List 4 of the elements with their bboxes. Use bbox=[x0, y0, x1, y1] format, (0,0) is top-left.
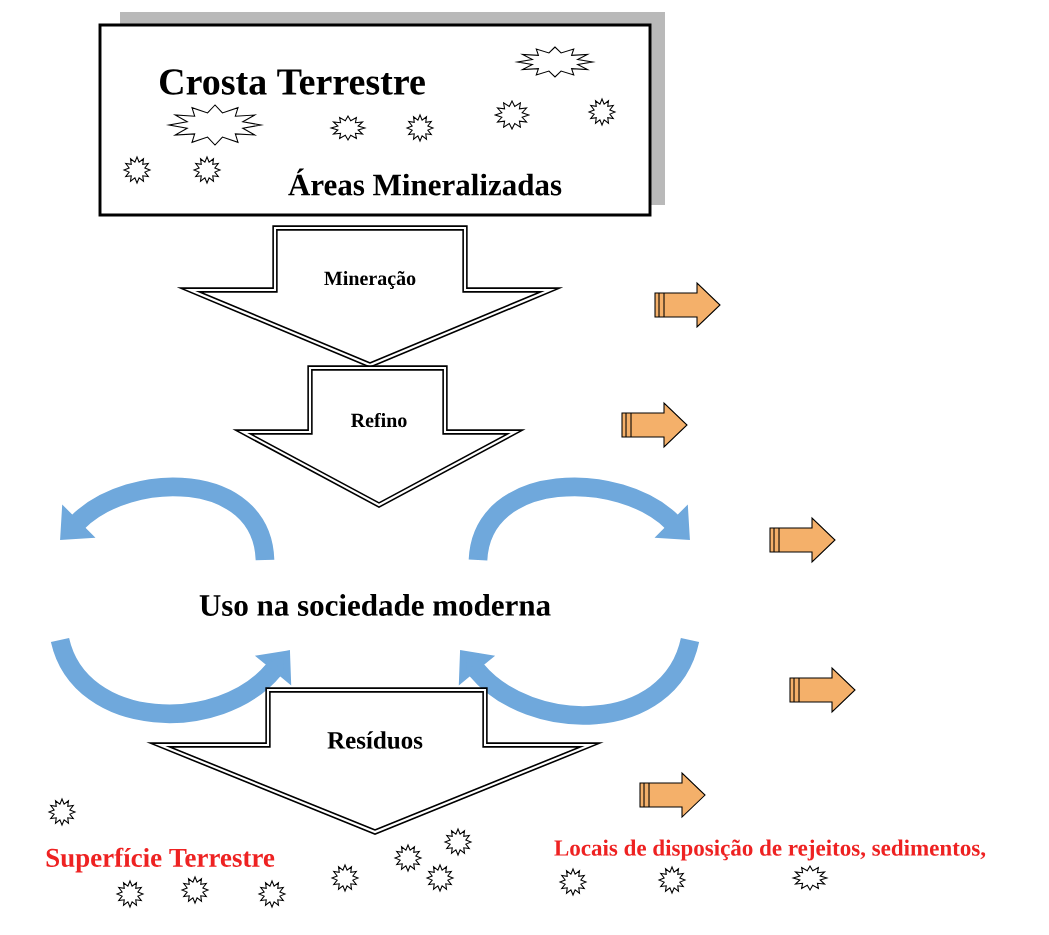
label-text: Locais de disposição de rejeitos, sedimentos, bbox=[554, 839, 986, 861]
label-text: Uso na sociedade moderna bbox=[199, 594, 551, 616]
title-box: Crosta Terrestre Áreas Mineralizadas bbox=[98, 12, 665, 217]
label-text: Superfície Terrestre bbox=[46, 847, 275, 873]
